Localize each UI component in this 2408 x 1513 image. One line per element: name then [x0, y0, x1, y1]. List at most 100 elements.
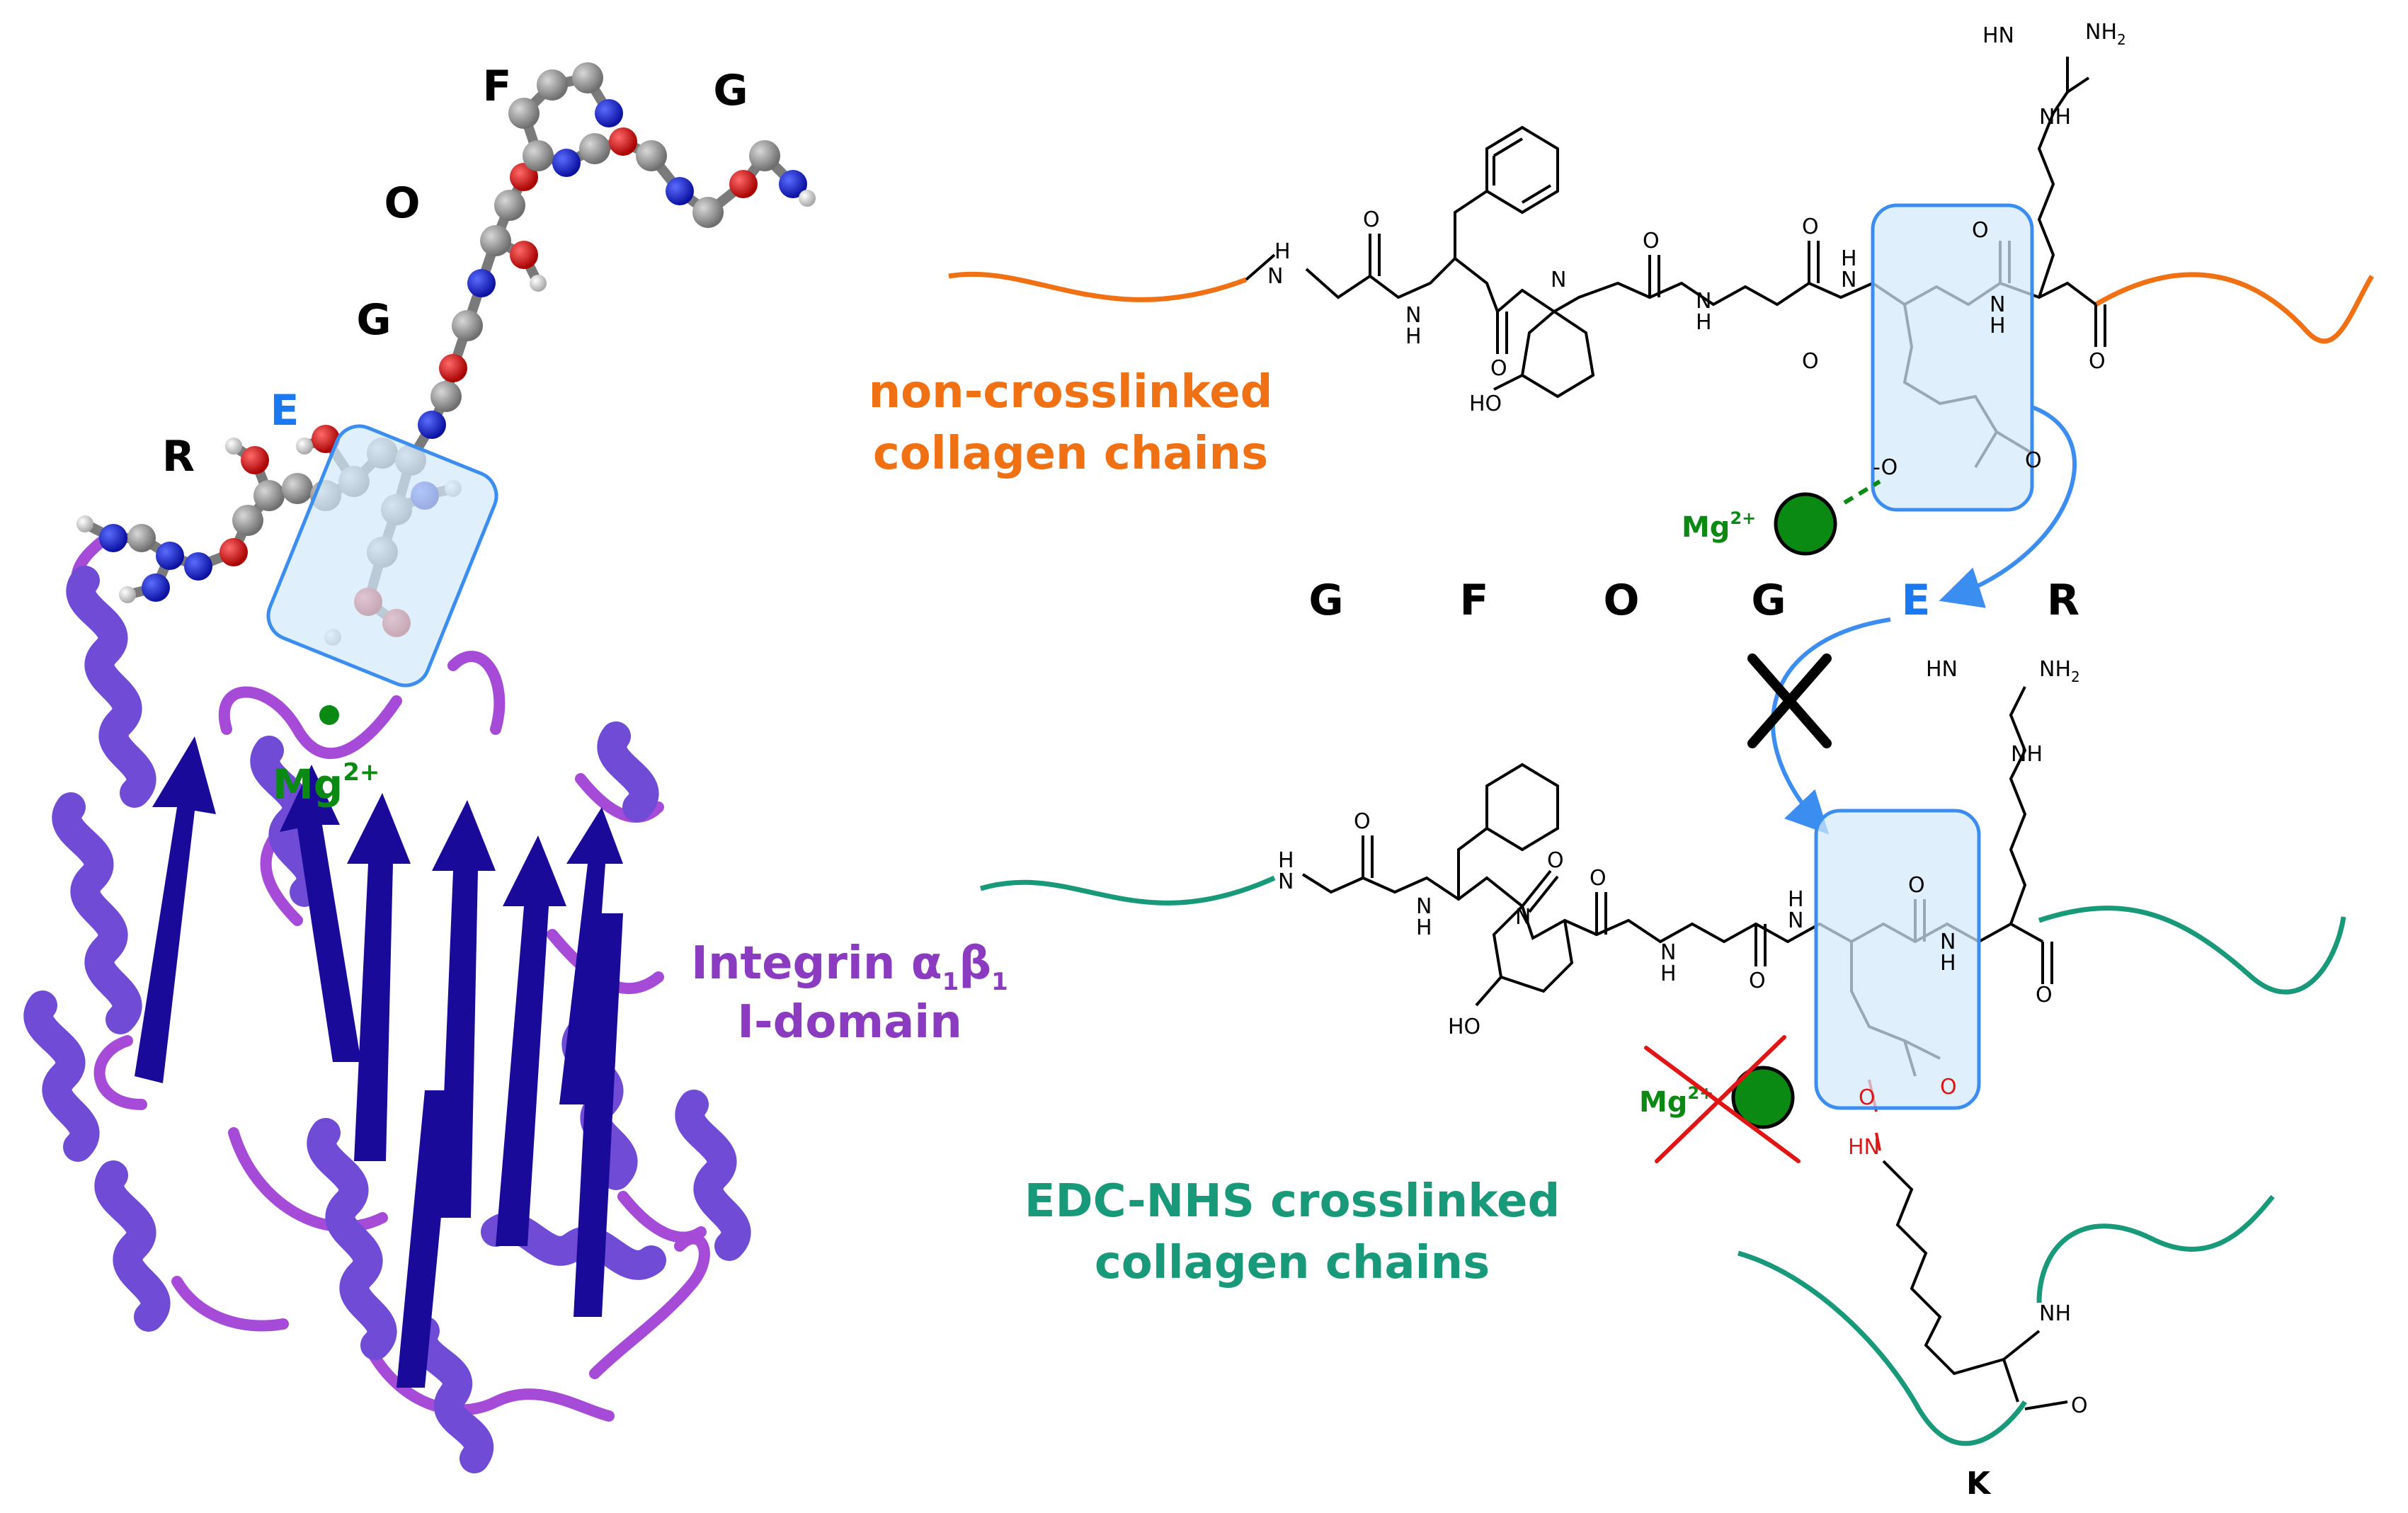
lysine-chain-wave-right	[2036, 1194, 2275, 1303]
residue-label-f: F	[483, 62, 512, 111]
svg-text:NH2: NH2	[2085, 20, 2126, 48]
svg-text:O: O	[1802, 349, 1819, 374]
integrin-label-line2: I-domain	[737, 996, 962, 1049]
svg-text:collagen chains: collagen chains	[1095, 1237, 1490, 1289]
svg-text:O: O	[2025, 448, 2042, 473]
svg-text:O: O	[2089, 349, 2106, 374]
residue-label-r: R	[162, 432, 195, 481]
integrin-label: Integrin α1β1 I-domain	[691, 937, 1008, 1049]
sequence-letter-f: F	[1460, 576, 1489, 625]
svg-text:HO: HO	[1448, 1015, 1480, 1039]
svg-text:N: N	[1696, 289, 1711, 314]
ribbon-strands	[135, 736, 623, 1388]
svg-text:O: O	[1547, 848, 1564, 873]
svg-text:NH: NH	[2011, 742, 2043, 767]
svg-text:O: O	[1490, 356, 1507, 381]
upper-chain: H N O N H O N HO O N H O N H O N H O O O…	[869, 20, 2375, 556]
residue-label-g-top: G	[713, 66, 748, 115]
svg-text:H: H	[1660, 961, 1677, 986]
svg-text:H: H	[1416, 915, 1432, 940]
svg-text:H: H	[1278, 848, 1294, 873]
svg-text:N: N	[1267, 264, 1283, 289]
crosslink-atom-labels: O O HN	[1848, 1075, 1957, 1160]
svg-text:HN: HN	[1848, 1135, 1880, 1160]
integrin-ribbon	[23, 532, 751, 1473]
lower-chain: N H O N H O N HO O N H O N H O N H O NH …	[980, 657, 2346, 1502]
svg-text:H: H	[1990, 314, 2006, 338]
svg-text:NH: NH	[2039, 105, 2071, 130]
svg-text:N: N	[1416, 894, 1432, 919]
svg-text:H: H	[1405, 324, 1422, 349]
residue-label-e: E	[270, 386, 299, 435]
svg-text:H: H	[1274, 239, 1291, 264]
sequence-letter-o: O	[1603, 576, 1639, 625]
svg-text:EDC-NHS crosslinked: EDC-NHS crosslinked	[1025, 1175, 1560, 1228]
lysine-label: K	[1966, 1466, 1992, 1502]
svg-text:N: N	[1551, 268, 1566, 292]
red-cross-icon	[1644, 1035, 1801, 1163]
svg-text:N: N	[1515, 905, 1531, 930]
residue-label-o: O	[384, 178, 420, 228]
lower-chain-wave-left	[980, 875, 1276, 906]
svg-text:H: H	[1940, 951, 1956, 976]
sequence-letter-e: E	[1902, 576, 1931, 625]
curved-arrow-icon	[1939, 405, 2077, 608]
svg-text:O: O	[1354, 809, 1371, 834]
svg-text:O: O	[1908, 873, 1925, 898]
svg-text:NH2: NH2	[2039, 657, 2080, 685]
svg-text:O: O	[2071, 1393, 2088, 1418]
svg-text:N: N	[1660, 940, 1676, 965]
svg-text:N: N	[1990, 292, 2005, 317]
upper-chain-wave-left	[948, 271, 1248, 302]
glutamate-highlight-left	[266, 424, 498, 687]
svg-text:O: O	[1643, 229, 1660, 253]
lower-chain-label: EDC-NHS crosslinked collagen chains	[1025, 1175, 1560, 1289]
magnesium-ion-icon	[1731, 1066, 1795, 1129]
svg-text:O: O	[1940, 1075, 1957, 1100]
svg-text:H: H	[1696, 310, 1712, 335]
upper-chain-atom-labels: H N O N H O N HO O N H O N H O N H O O O…	[1267, 20, 2126, 480]
svg-text:N: N	[1278, 869, 1294, 894]
upper-mg-coordination	[1843, 479, 1881, 505]
magnesium-label-left: Mg2+	[273, 758, 380, 809]
svg-text:N: N	[1940, 930, 1956, 954]
cross-mark-icon	[1747, 653, 1832, 748]
glutamate-highlight-upper	[1871, 203, 2034, 512]
magnesium-ion-icon	[319, 705, 339, 725]
svg-text:-O: -O	[1873, 455, 1898, 480]
sequence-letter-g1: G	[1308, 576, 1343, 625]
svg-text:NH: NH	[2039, 1301, 2071, 1326]
svg-text:HO: HO	[1469, 392, 1502, 416]
svg-text:HN: HN	[1926, 657, 1958, 682]
svg-text:N: N	[1841, 268, 1856, 292]
svg-text:O: O	[1749, 969, 1766, 993]
structure-residue-labels: F G O G E R	[162, 62, 748, 481]
svg-text:O: O	[2036, 983, 2053, 1007]
svg-text:HN: HN	[1982, 23, 2014, 48]
integrin-label-line1: Integrin α1β1	[691, 937, 1008, 996]
residue-label-g: G	[356, 295, 391, 345]
lower-chain-atom-labels: N H O N H O N HO O N H O N H O N H O NH …	[1278, 657, 2088, 1418]
lysine-chain-wave-left	[1737, 1250, 2027, 1446]
sequence-letter-r: R	[2047, 576, 2079, 625]
sequence-row: G F O G E R	[1308, 576, 2079, 625]
svg-text:H: H	[1788, 887, 1804, 912]
upper-chain-label: non-crosslinked collagen chains	[869, 366, 1273, 480]
svg-text:non-crosslinked: non-crosslinked	[869, 366, 1273, 418]
upper-mg-label: Mg2+	[1682, 508, 1756, 544]
lower-chain-wave-right	[2038, 906, 2346, 995]
svg-text:N: N	[1405, 303, 1421, 328]
glutamate-highlight-lower	[1814, 809, 1981, 1110]
svg-text:H: H	[1841, 246, 1857, 271]
svg-text:N: N	[1788, 908, 1803, 933]
svg-text:O: O	[1972, 218, 1989, 243]
svg-text:O: O	[1363, 207, 1380, 232]
sequence-letter-g2: G	[1751, 576, 1786, 625]
svg-text:O: O	[1859, 1085, 1876, 1110]
peptide-ball-stick	[76, 62, 816, 725]
svg-text:O: O	[1590, 866, 1607, 891]
upper-chain-wave-right	[2094, 272, 2375, 344]
magnesium-ion-icon	[1774, 492, 1837, 556]
svg-text:collagen chains: collagen chains	[873, 428, 1268, 480]
